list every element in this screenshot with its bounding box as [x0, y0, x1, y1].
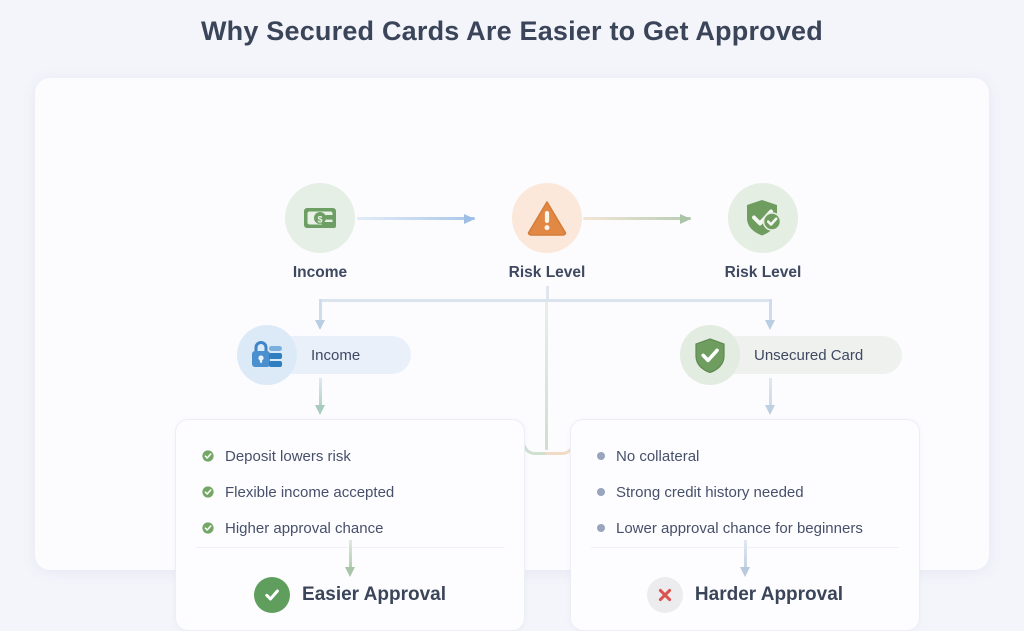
list-item-label: Strong credit history needed — [616, 483, 804, 501]
check-circle-icon — [202, 486, 214, 498]
list-item: Higher approval chance — [176, 510, 524, 546]
list-item: Lower approval chance for beginners — [571, 510, 919, 546]
verdict-label: Easier Approval — [302, 584, 446, 605]
list-item-label: Flexible income accepted — [225, 483, 395, 501]
arrow-head — [680, 214, 691, 224]
bullet-dot-icon — [597, 488, 605, 496]
arrow-head — [464, 214, 475, 224]
x-circle-icon — [646, 577, 683, 613]
list-item-label: Deposit lowers risk — [225, 447, 351, 465]
flow-node-label: Risk Level — [508, 264, 586, 281]
badge-label: Unsecured Card — [754, 346, 864, 364]
connector-secured-to-card — [315, 378, 325, 415]
check-circle-icon — [202, 450, 214, 462]
verdict-harder-approval: Harder Approval — [571, 577, 919, 613]
card-secured-benefits: Deposit lowers risk Flexible income acce… — [175, 419, 525, 631]
bullet-list: Deposit lowers risk Flexible income acce… — [176, 420, 524, 546]
flow-node-secured-risk[interactable]: Risk Level — [693, 183, 833, 282]
list-item: Strong credit history needed — [571, 474, 919, 510]
card-unsecured-drawbacks: No collateral Strong credit history need… — [570, 419, 920, 631]
connector-stem — [546, 286, 549, 302]
money-icon: $ — [285, 183, 355, 253]
list-item: Flexible income accepted — [176, 474, 524, 510]
connector-drop-left — [315, 299, 325, 330]
list-item-label: Higher approval chance — [225, 519, 384, 537]
badge-label: Income — [311, 346, 361, 364]
arrow-head — [344, 567, 355, 577]
connector-unsecured-to-card — [765, 378, 775, 415]
bullet-dot-icon — [597, 524, 605, 532]
verdict-easier-approval: Easier Approval — [176, 577, 524, 613]
check-circle-icon — [254, 577, 291, 613]
arrow-head — [315, 405, 325, 415]
arrow-risk-to-secured — [583, 214, 691, 224]
svg-text:$: $ — [317, 214, 322, 224]
verdict-label: Harder Approval — [694, 584, 844, 605]
badge-unsecured-card[interactable]: Unsecured Card — [680, 325, 902, 385]
flow-node-income[interactable]: $ Income — [250, 183, 390, 282]
warning-icon — [512, 183, 582, 253]
shield-check-icon — [728, 183, 798, 253]
list-item: Deposit lowers risk — [176, 438, 524, 474]
infographic-root: Why Secured Cards Are Easier to Get Appr… — [35, 16, 989, 631]
list-item-label: Lower approval chance for beginners — [616, 519, 863, 537]
diagram-panel: $ Income Risk Level — [35, 78, 989, 631]
flow-node-label: Risk Level — [724, 264, 802, 281]
arrow-income-to-risk — [357, 214, 475, 224]
flow-node-label: Income — [292, 264, 348, 281]
connector-split-bar — [319, 299, 771, 302]
arrow-head — [739, 567, 750, 577]
flow-node-risk-level[interactable]: Risk Level — [477, 183, 617, 282]
arrow-shaft — [583, 217, 691, 220]
connector-card-to-verdict — [344, 540, 355, 577]
connector-card-to-verdict — [739, 540, 750, 577]
arrow-shaft — [357, 217, 475, 220]
list-item: No collateral — [571, 438, 919, 474]
arrow-head — [765, 405, 775, 415]
shield-check-icon — [680, 325, 740, 385]
bullet-dot-icon — [597, 452, 605, 460]
list-item-label: No collateral — [616, 447, 700, 465]
arrow-head — [315, 320, 325, 330]
badge-secured-card[interactable]: Income — [237, 325, 411, 385]
lock-card-icon — [237, 325, 297, 385]
connector-center-line — [545, 302, 548, 450]
page-title: Why Secured Cards Are Easier to Get Appr… — [201, 16, 823, 46]
bullet-list: No collateral Strong credit history need… — [571, 420, 919, 546]
arrow-head — [765, 320, 775, 330]
connector-drop-right — [765, 299, 775, 330]
check-circle-icon — [202, 522, 214, 534]
